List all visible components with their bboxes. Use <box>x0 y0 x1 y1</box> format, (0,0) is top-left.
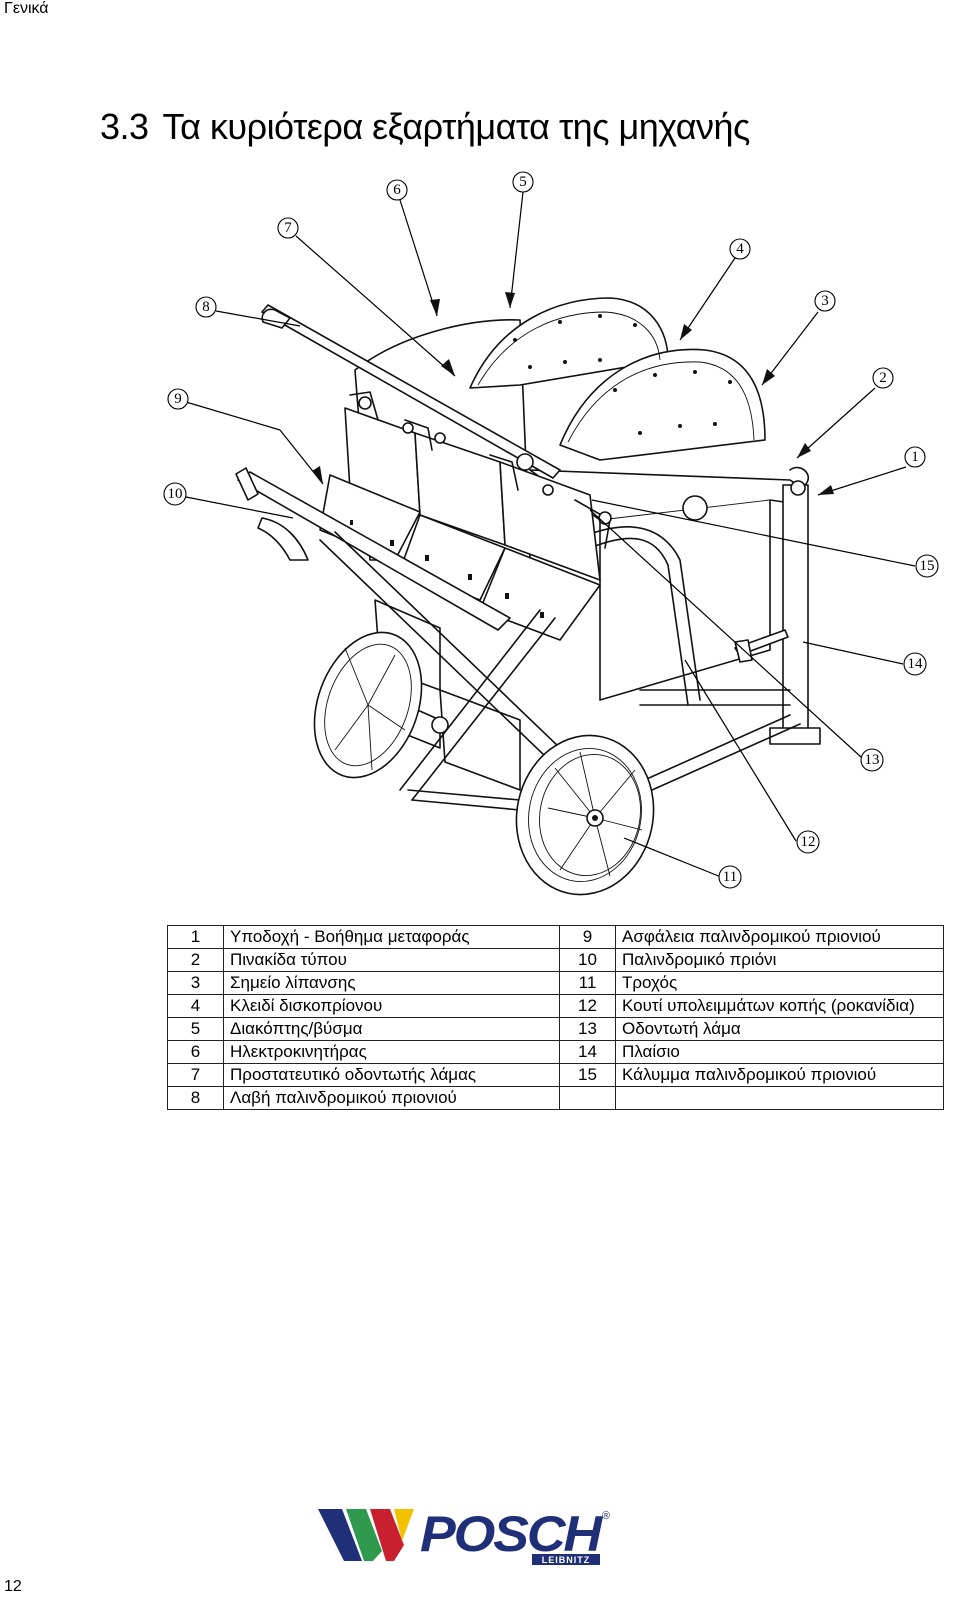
svg-text:7: 7 <box>284 220 292 236</box>
part-name: Σημείο λίπανσης <box>223 971 560 995</box>
table-row: 8 Λαβή παλινδρομικού πριονιού <box>167 1086 944 1110</box>
callout-8: 8 <box>195 296 217 318</box>
part-number <box>559 1086 616 1110</box>
part-name: Λαβή παλινδρομικού πριονιού <box>223 1086 560 1110</box>
table-row: 4 Κλειδί δισκοπρίονου 12 Κουτί υπολειμμά… <box>167 994 944 1018</box>
part-number: 6 <box>167 1040 224 1064</box>
svg-text:8: 8 <box>202 299 210 315</box>
callout-11: 11 <box>718 865 742 889</box>
part-number: 3 <box>167 971 224 995</box>
page-title: 3.3 Τα κυριότερα εξαρτήματα της μηχανής <box>100 106 750 148</box>
table-row: 2 Πινακίδα τύπου 10 Παλινδρομικό πριόνι <box>167 948 944 972</box>
callout-7: 7 <box>277 217 299 239</box>
callout-12: 12 <box>796 830 820 854</box>
section-header: Γενικά <box>4 0 49 17</box>
svg-text:11: 11 <box>723 869 737 885</box>
svg-text:9: 9 <box>174 391 182 407</box>
svg-text:13: 13 <box>865 752 880 768</box>
svg-text:5: 5 <box>519 174 527 190</box>
svg-text:4: 4 <box>736 241 744 257</box>
svg-text:15: 15 <box>920 558 935 574</box>
logo-brand: POSCH <box>420 1506 603 1562</box>
svg-text:2: 2 <box>879 370 887 386</box>
part-number: 15 <box>559 1063 616 1087</box>
part-number: 13 <box>559 1017 616 1041</box>
callout-1: 1 <box>904 446 926 468</box>
part-name: Τροχός <box>615 971 944 995</box>
part-name: Κουτί υπολειμμάτων κοπής (ροκανίδια) <box>615 994 944 1018</box>
table-row: 6 Ηλεκτροκινητήρας 14 Πλαίσιο <box>167 1040 944 1064</box>
callout-4: 4 <box>729 238 751 260</box>
svg-text:10: 10 <box>168 486 183 502</box>
part-name: Πινακίδα τύπου <box>223 948 560 972</box>
svg-text:3: 3 <box>821 293 829 309</box>
callout-14: 14 <box>903 652 927 676</box>
leader-lines <box>185 191 916 878</box>
svg-text:6: 6 <box>393 182 401 198</box>
part-number: 4 <box>167 994 224 1018</box>
part-number: 1 <box>167 925 224 949</box>
table-row: 7 Προστατευτικό οδοντωτής λάμας 15 Κάλυμ… <box>167 1063 944 1087</box>
callouts: 1 2 3 4 5 6 7 8 9 10 11 12 13 14 15 <box>163 171 939 889</box>
part-number: 10 <box>559 948 616 972</box>
part-name: Κλειδί δισκοπρίονου <box>223 994 560 1018</box>
svg-text:14: 14 <box>908 656 924 672</box>
section-number: 3.3 <box>100 106 149 147</box>
part-number: 7 <box>167 1063 224 1087</box>
table-row: 5 Διακόπτης/βύσμα 13 Οδοντωτή λάμα <box>167 1017 944 1041</box>
svg-text:12: 12 <box>801 834 816 850</box>
part-name: Κάλυμμα παλινδρομικού πριονιού <box>615 1063 944 1087</box>
part-number: 14 <box>559 1040 616 1064</box>
part-number: 9 <box>559 925 616 949</box>
parts-legend-table: 1 Υποδοχή - Βοήθημα μεταφοράς 9 Ασφάλεια… <box>167 925 944 1110</box>
callout-10: 10 <box>163 482 187 506</box>
page-number: 12 <box>4 1578 22 1595</box>
part-number: 5 <box>167 1017 224 1041</box>
table-row: 1 Υποδοχή - Βοήθημα μεταφοράς 9 Ασφάλεια… <box>167 925 944 949</box>
callout-3: 3 <box>814 290 836 312</box>
callout-9: 9 <box>167 388 189 410</box>
callout-15: 15 <box>915 554 939 578</box>
part-name <box>615 1086 944 1110</box>
part-name: Υποδοχή - Βοήθημα μεταφοράς <box>223 925 560 949</box>
part-name: Διακόπτης/βύσμα <box>223 1017 560 1041</box>
callout-6: 6 <box>386 179 408 201</box>
part-name: Οδοντωτή λάμα <box>615 1017 944 1041</box>
part-name: Ηλεκτροκινητήρας <box>223 1040 560 1064</box>
part-number: 12 <box>559 994 616 1018</box>
svg-text:1: 1 <box>911 449 919 465</box>
callout-2: 2 <box>872 367 894 389</box>
posch-w-mark <box>318 1509 414 1561</box>
part-name: Πλαίσιο <box>615 1040 944 1064</box>
callout-13: 13 <box>860 748 884 772</box>
machine-illustration <box>235 297 821 896</box>
logo-sub: LEIBNITZ <box>542 1555 591 1565</box>
part-number: 8 <box>167 1086 224 1110</box>
callout-5: 5 <box>512 171 534 193</box>
part-number: 2 <box>167 948 224 972</box>
section-title: Τα κυριότερα εξαρτήματα της μηχανής <box>162 106 751 147</box>
part-number: 11 <box>559 971 616 995</box>
part-name: Ασφάλεια παλινδρομικού πριονιού <box>615 925 944 949</box>
machine-drawing: 1 2 3 4 5 6 7 8 9 10 11 12 13 14 15 <box>163 171 939 896</box>
part-name: Προστατευτικό οδοντωτής λάμας <box>223 1063 560 1087</box>
posch-logo: POSCH LEIBNITZ ® <box>318 1506 610 1565</box>
registered-mark: ® <box>602 1510 610 1522</box>
part-name: Παλινδρομικό πριόνι <box>615 948 944 972</box>
table-row: 3 Σημείο λίπανσης 11 Τροχός <box>167 971 944 995</box>
